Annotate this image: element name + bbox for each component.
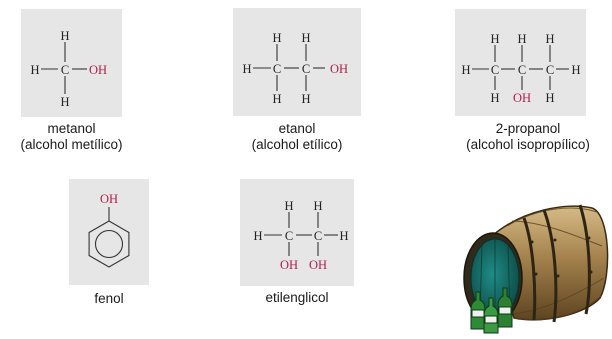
fenol-structure-card: OH [69, 179, 149, 285]
barrel-with-bottles-icon [463, 204, 609, 334]
atom-h: H [30, 63, 39, 77]
atom-c: C [314, 229, 322, 243]
benzene-ring [88, 220, 130, 268]
atom-h: H [545, 91, 554, 105]
etanol-structure-diagram: H H H C C H H OH [242, 31, 348, 106]
atom-h: H [60, 29, 69, 43]
atom-h: H [313, 199, 322, 213]
fenol-caption: fenol [69, 291, 149, 307]
caption-name: etilenglicol [265, 290, 329, 305]
atom-c: C [546, 63, 554, 77]
etanol-structure-card: H H H C C H H OH [233, 8, 361, 116]
etanol-caption: etanol (alcohol etílico) [227, 121, 367, 153]
caption-name: etanol [278, 121, 316, 136]
atom-h: H [490, 32, 499, 46]
aromatic-circle [94, 229, 124, 259]
caption-name: metanol [47, 121, 96, 136]
atom-h: H [339, 229, 348, 243]
atom-h: H [461, 63, 470, 77]
atom-h: H [301, 92, 310, 106]
atom-h: H [301, 31, 310, 45]
atom-h: H [272, 92, 281, 106]
atom-h: H [545, 32, 554, 46]
atom-hydroxyl: OH [280, 258, 298, 272]
propanol-structure-card: H H H H C C C H H H OH [455, 9, 586, 116]
etilenglicol-structure-card: H H H C C H OH OH [240, 179, 354, 286]
metanol-structure-card: H H C H OH [21, 9, 122, 117]
etilenglicol-caption: etilenglicol [240, 290, 354, 306]
atom-h: H [60, 95, 69, 109]
propanol-caption: 2-propanol (alcohol isopropílico) [448, 121, 608, 153]
atom-c: C [518, 63, 526, 77]
atom-c: C [302, 62, 310, 76]
metanol-structure-diagram: H H C H OH [30, 29, 107, 109]
propanol-structure-diagram: H H H H C C C H H H OH [461, 32, 580, 105]
atom-h: H [284, 199, 293, 213]
caption-name: 2-propanol [495, 121, 561, 136]
etilenglicol-structure-diagram: H H H C C H OH OH [253, 199, 348, 272]
caption-name: fenol [94, 291, 124, 306]
atom-h: H [490, 91, 499, 105]
atom-h: H [272, 31, 281, 45]
atom-h: H [253, 229, 262, 243]
atom-c: C [61, 63, 69, 77]
atom-hydroxyl: OH [309, 258, 327, 272]
atom-hydroxyl: OH [330, 62, 348, 76]
atom-c: C [285, 229, 293, 243]
atom-c: C [273, 62, 281, 76]
fenol-structure-diagram: OH [88, 192, 130, 268]
metanol-caption: metanol (alcohol metílico) [0, 121, 143, 153]
atom-hydroxyl: OH [100, 192, 118, 206]
atom-h: H [242, 62, 251, 76]
atom-hydroxyl: OH [513, 91, 531, 105]
atom-c: C [491, 63, 499, 77]
caption-common-name: (alcohol isopropílico) [466, 137, 590, 152]
atom-h: H [517, 32, 526, 46]
caption-common-name: (alcohol etílico) [251, 137, 343, 152]
atom-hydroxyl: OH [89, 63, 107, 77]
caption-common-name: (alcohol metílico) [20, 137, 123, 152]
atom-h: H [571, 63, 580, 77]
